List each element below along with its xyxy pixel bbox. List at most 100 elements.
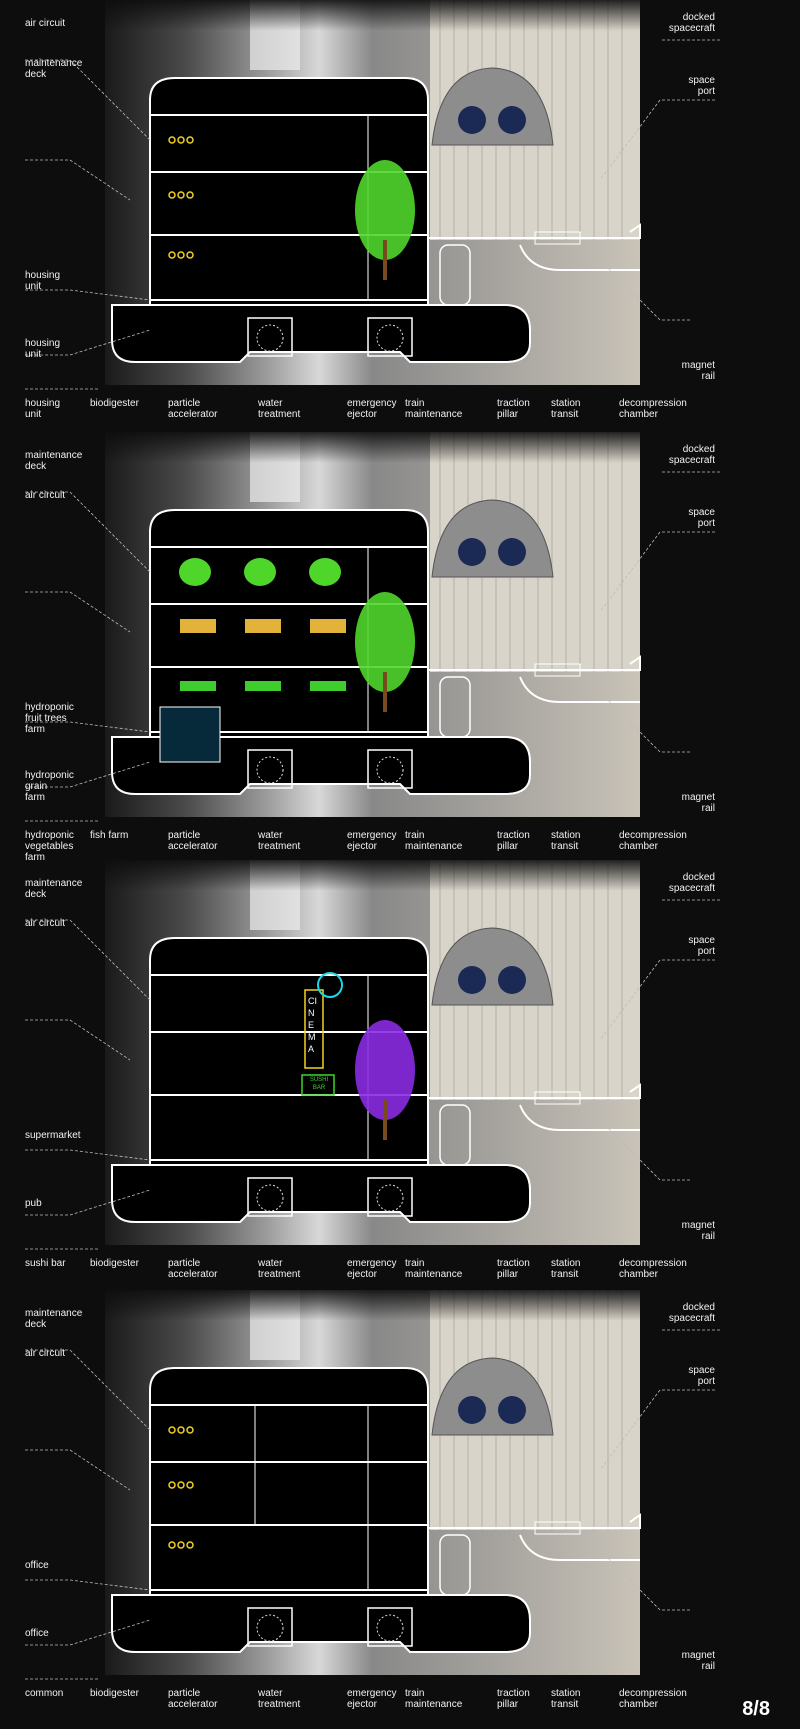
interior-farm xyxy=(159,558,415,763)
callout-right-1: docked spacecraft xyxy=(668,12,715,34)
maglev-cart xyxy=(534,663,581,677)
callout-right-3: magnet rail xyxy=(681,792,715,814)
callout-bottom-4: emergency ejector xyxy=(347,398,397,420)
leader-lines xyxy=(25,471,720,822)
callout-bottom-1: fish farm xyxy=(90,830,129,841)
callout-left-2: air circuit xyxy=(25,490,66,501)
callout-left-2: air circuit xyxy=(25,1348,66,1359)
leader-lines xyxy=(25,39,720,390)
callout-bottom-2: particle accelerator xyxy=(168,830,218,852)
light-fixture xyxy=(177,136,185,144)
callout-left-4: office xyxy=(25,1628,49,1639)
grain-tray xyxy=(180,619,216,633)
callout-left-5: common xyxy=(25,1688,64,1699)
interior-housing xyxy=(168,136,415,280)
treatment-tank xyxy=(367,1177,413,1217)
tree-trunk xyxy=(383,240,387,280)
callout-right-2: space port xyxy=(688,935,715,957)
callout-bottom-3: water treatment xyxy=(258,1258,301,1280)
callout-bottom-1: biodigester xyxy=(90,1258,139,1269)
building-hull xyxy=(111,1367,641,1653)
tree-trunk xyxy=(383,672,387,712)
section-drawing xyxy=(25,860,720,1250)
callout-bottom-2: particle accelerator xyxy=(168,1258,218,1280)
light-fixture xyxy=(186,191,194,199)
interior-commercial xyxy=(301,972,415,1140)
callout-bottom-7: station transit xyxy=(551,830,581,852)
callout-left-3: hydroponic fruit trees farm xyxy=(25,702,74,735)
train-capsule xyxy=(439,244,471,306)
light-fixture xyxy=(168,1541,176,1549)
callout-bottom-7: station transit xyxy=(551,1258,581,1280)
callout-bottom-3: water treatment xyxy=(258,1688,301,1710)
section-drawing xyxy=(25,0,720,390)
docked-spacecraft xyxy=(431,67,554,146)
interior-office xyxy=(168,1405,256,1549)
callout-left-3: housing unit xyxy=(25,270,61,292)
treatment-tank xyxy=(367,1607,413,1647)
callout-bottom-7: station transit xyxy=(551,1688,581,1710)
atrium-tree xyxy=(355,160,415,260)
callout-bottom-6: traction pillar xyxy=(497,398,530,420)
callout-right-1: docked spacecraft xyxy=(668,1302,715,1324)
callout-bottom-4: emergency ejector xyxy=(347,1688,397,1710)
light-fixture xyxy=(177,1481,185,1489)
fish-tank xyxy=(159,706,221,763)
callout-left-2: maintenance deck xyxy=(25,58,83,80)
cinema-sign xyxy=(304,989,324,1069)
light-fixture xyxy=(168,1426,176,1434)
page-number: 8/8 xyxy=(742,1698,770,1720)
callout-right-3: magnet rail xyxy=(681,360,715,382)
callout-bottom-2: particle accelerator xyxy=(168,398,218,420)
callout-left-2: air circuit xyxy=(25,918,66,929)
callout-bottom-8: decompression chamber xyxy=(619,398,687,420)
sushi-sign-text: SUSHI BAR xyxy=(309,1077,329,1091)
fruit-tree xyxy=(179,558,211,586)
callout-bottom-2: particle accelerator xyxy=(168,1688,218,1710)
vegetable-tray xyxy=(310,681,346,691)
maglev-cart xyxy=(534,231,581,245)
light-fixture xyxy=(177,1426,185,1434)
callout-right-1: docked spacecraft xyxy=(668,872,715,894)
sushi-sign xyxy=(301,1074,335,1096)
train-capsule xyxy=(439,676,471,738)
tree-trunk xyxy=(383,1100,387,1140)
building-hull xyxy=(111,77,641,363)
callout-bottom-5: train maintenance xyxy=(405,1258,463,1280)
octopus-sign xyxy=(317,972,343,998)
section-drawing xyxy=(25,1290,720,1680)
cinema-sign-text: CINEMA xyxy=(308,996,317,1054)
light-fixture xyxy=(186,1481,194,1489)
light-fixture xyxy=(186,251,194,259)
callout-bottom-6: traction pillar xyxy=(497,830,530,852)
docked-spacecraft xyxy=(431,927,554,1006)
callout-bottom-3: water treatment xyxy=(258,830,301,852)
section-drawing xyxy=(25,432,720,822)
callout-right-1: docked spacecraft xyxy=(668,444,715,466)
callout-left-1: air circuit xyxy=(25,18,66,29)
treatment-tank xyxy=(367,749,413,789)
callout-bottom-4: emergency ejector xyxy=(347,830,397,852)
light-fixture xyxy=(186,1426,194,1434)
callout-left-5: hydroponic vegetables farm xyxy=(25,830,74,863)
light-fixture xyxy=(168,1481,176,1489)
callout-right-3: magnet rail xyxy=(681,1650,715,1672)
callout-right-2: space port xyxy=(688,507,715,529)
light-fixture xyxy=(186,1541,194,1549)
light-fixture xyxy=(177,191,185,199)
maglev-cart xyxy=(534,1091,581,1105)
callout-left-3: office xyxy=(25,1560,49,1571)
vegetable-tray xyxy=(180,681,216,691)
fruit-tree xyxy=(244,558,276,586)
light-fixture xyxy=(168,251,176,259)
callout-bottom-5: train maintenance xyxy=(405,398,463,420)
fruit-tree xyxy=(309,558,341,586)
callout-bottom-8: decompression chamber xyxy=(619,1258,687,1280)
light-fixture xyxy=(168,191,176,199)
maglev-cart xyxy=(534,1521,581,1535)
docked-spacecraft xyxy=(431,499,554,578)
treatment-tank xyxy=(247,749,293,789)
treatment-tank xyxy=(247,1177,293,1217)
